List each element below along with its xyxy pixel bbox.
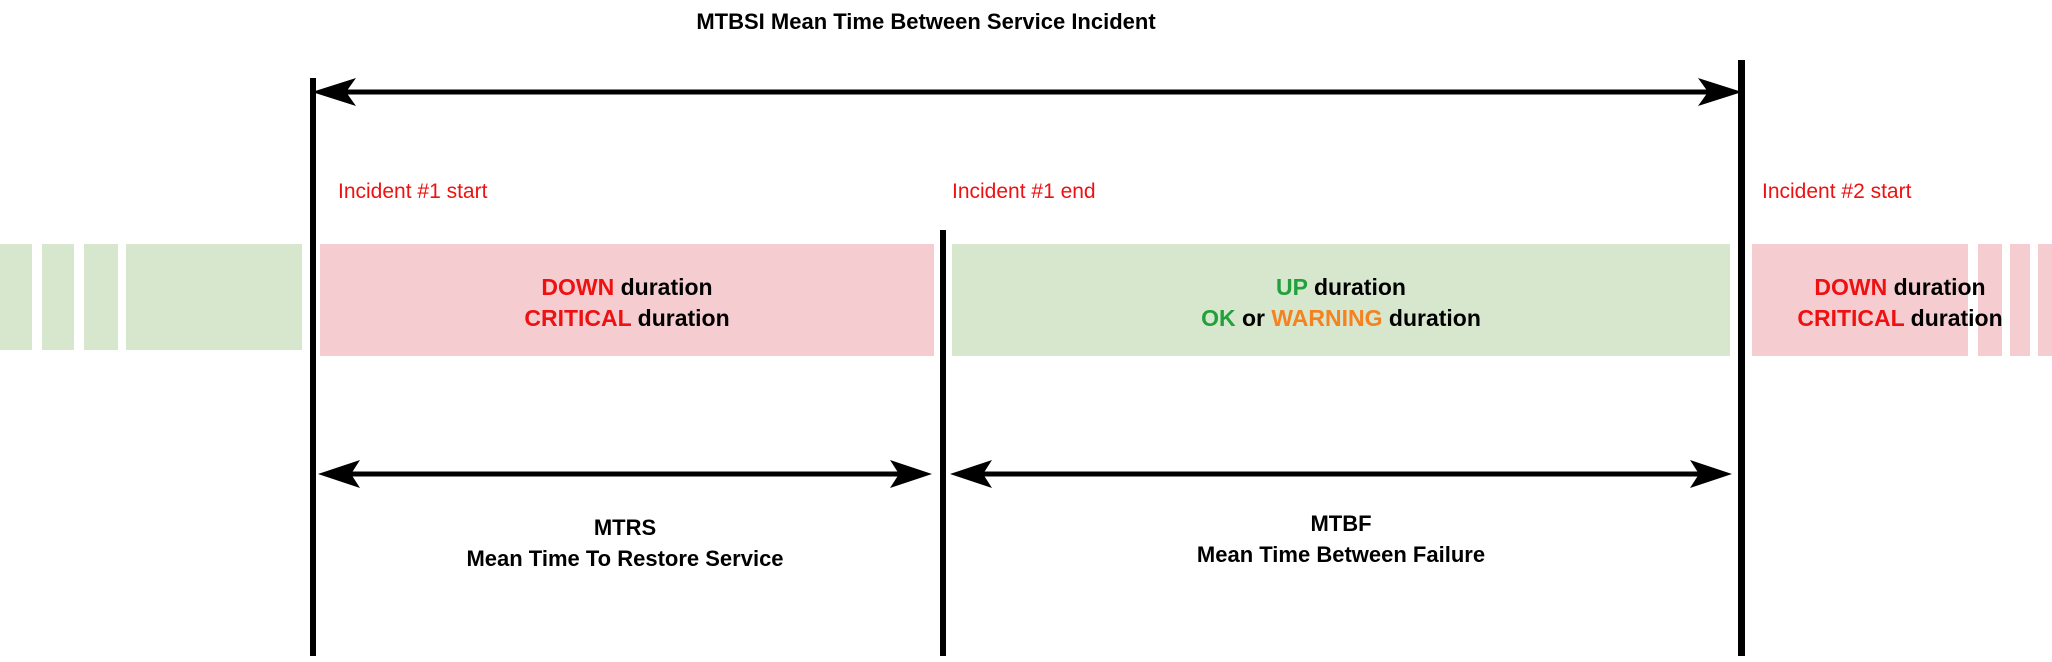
diagram-title: MTBSI Mean Time Between Service Incident <box>626 6 1226 37</box>
ok-keyword: OK <box>1201 305 1236 331</box>
trailing-down-segment-1 <box>1978 244 2002 356</box>
down-band-left-label: DOWN duration CRITICAL duration <box>320 272 934 334</box>
mtbf-arrow <box>950 460 1732 488</box>
up-band-middle <box>952 244 1730 356</box>
down-band-left-line1: DOWN duration <box>320 272 934 303</box>
trailing-down-segment-2 <box>2010 244 2030 356</box>
mtbf-full: Mean Time Between Failure <box>1196 542 1486 567</box>
critical-duration-text: duration <box>631 305 730 331</box>
diagram-title-abbr: MTBSI <box>696 9 765 34</box>
incident-1-end-label: Incident #1 end <box>952 180 1096 203</box>
up-band-line2: OK or WARNING duration <box>952 303 1730 334</box>
down-band-left-line2: CRITICAL duration <box>320 303 934 334</box>
down-band-right <box>1752 244 1968 356</box>
prior-up-segment-3 <box>84 244 118 350</box>
ok-warning-conjunction: or <box>1235 305 1272 331</box>
prior-up-segment-1 <box>0 244 32 350</box>
down-band-left <box>320 244 934 356</box>
mtrs-arrow <box>318 460 932 488</box>
warning-keyword: WARNING <box>1271 305 1383 331</box>
incident-1-start-label: Incident #1 start <box>338 180 488 203</box>
incident-2-start-label: Incident #2 start <box>1762 180 1912 203</box>
trailing-down-segment-3 <box>2038 244 2052 356</box>
prior-up-segment-2 <box>42 244 74 350</box>
down-band-right-label: DOWN duration CRITICAL duration <box>1748 272 2052 334</box>
mtrs-abbr: MTRS <box>593 515 657 540</box>
mtrs-full: Mean Time To Restore Service <box>466 546 784 571</box>
up-band-middle-label: UP duration OK or WARNING duration <box>952 272 1730 334</box>
mtbsi-arrow <box>312 78 1742 106</box>
up-band-line1: UP duration <box>952 272 1730 303</box>
down-band-right-line1: DOWN duration <box>1748 272 2052 303</box>
mtbf-abbr: MTBF <box>1310 511 1372 536</box>
down-keyword: DOWN <box>541 274 615 300</box>
critical-duration-text-right: duration <box>1904 305 2003 331</box>
down-keyword-right: DOWN <box>1814 274 1888 300</box>
incident-2-start-line <box>1738 60 1745 656</box>
ok-warning-duration-text: duration <box>1382 305 1481 331</box>
incident-1-start-line <box>310 78 316 656</box>
down-duration-text: duration <box>614 274 713 300</box>
critical-keyword-right: CRITICAL <box>1797 305 1905 331</box>
up-duration-text: duration <box>1307 274 1406 300</box>
incident-1-end-line <box>940 230 946 656</box>
diagram-title-full: Mean Time Between Service Incident <box>770 9 1156 34</box>
critical-keyword: CRITICAL <box>524 305 632 331</box>
down-duration-text-right: duration <box>1887 274 1986 300</box>
mtbf-caption: MTBF Mean Time Between Failure <box>950 508 1732 570</box>
mtrs-caption: MTRS Mean Time To Restore Service <box>318 512 932 574</box>
down-band-right-line2: CRITICAL duration <box>1748 303 2052 334</box>
prior-up-segment-4 <box>126 244 302 350</box>
up-keyword: UP <box>1276 274 1308 300</box>
